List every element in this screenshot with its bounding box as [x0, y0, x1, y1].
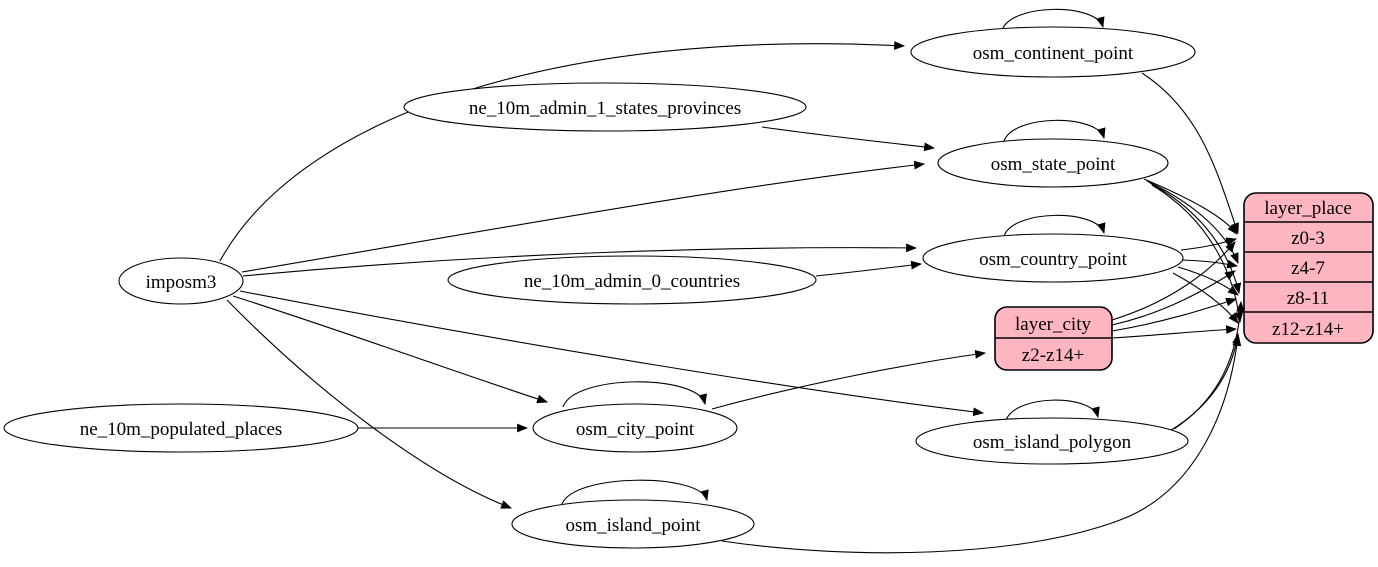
node-label: osm_country_point: [979, 249, 1127, 270]
edge-osm_country_point-to-layer_place-z12-z14: [1172, 272, 1239, 324]
node-ellipse: [922, 233, 1184, 283]
node-imposm3: imposm3: [118, 257, 244, 305]
node-label: imposm3: [146, 272, 217, 293]
edge-osm_country_point-to-layer_place-z4-7: [1180, 259, 1239, 269]
edge-ne_10m_admin_1_states_provinces-to-osm_state_point: [761, 126, 936, 152]
node-label: osm_island_point: [565, 515, 701, 536]
node-ellipse: [910, 26, 1196, 78]
self-loop-osm_island_point: [561, 479, 709, 505]
edge-layer_city-to-layer_place-z8-11: [1111, 297, 1238, 332]
edge-osm_state_point-to-layer_place-z8-11: [1149, 182, 1242, 295]
node-label: osm_state_point: [991, 154, 1116, 175]
record-row-z4-7: z4-7: [1291, 258, 1325, 279]
edge-imposm3-to-osm_island_polygon: [239, 290, 985, 417]
node-label: ne_10m_admin_1_states_provinces: [469, 98, 741, 119]
node-label: ne_10m_populated_places: [80, 419, 283, 440]
edge-imposm3-to-osm_state_point: [241, 160, 926, 273]
node-osm_city_point: osm_city_point: [532, 403, 738, 453]
node-osm_island_point: osm_island_point: [511, 499, 755, 549]
node-ellipse: [532, 403, 738, 453]
node-ne_10m_admin_0_countries: ne_10m_admin_0_countries: [447, 255, 817, 305]
node-osm_island_polygon: osm_island_polygon: [915, 417, 1189, 465]
node-ne_10m_populated_places: ne_10m_populated_places: [3, 403, 359, 453]
self-loop-osm_state_point: [1003, 119, 1106, 142]
record-title: layer_place: [1264, 198, 1352, 219]
node-ellipse: [3, 403, 359, 453]
edge-imposm3-to-osm_country_point: [242, 243, 918, 277]
edge-imposm3-to-osm_city_point: [232, 295, 549, 404]
node-label: ne_10m_admin_0_countries: [524, 271, 740, 292]
node-osm_country_point: osm_country_point: [922, 233, 1184, 283]
node-ellipse: [118, 257, 244, 305]
edge-osm_state_point-to-layer_place-z4-7: [1146, 180, 1239, 265]
node-ellipse: [915, 417, 1189, 465]
node-ellipse: [511, 499, 755, 549]
record-row-z8-11: z8-11: [1287, 288, 1330, 309]
edge-layer_city-to-layer_place-z4-7: [1111, 270, 1236, 326]
edge-layer_city-to-layer_place-z12-z14: [1111, 325, 1238, 339]
node-label: osm_island_polygon: [973, 432, 1132, 453]
node-label: osm_city_point: [576, 419, 695, 440]
node-osm_continent_point: osm_continent_point: [910, 26, 1196, 78]
edge-osm_island_polygon-to-layer_place-z8-11: [1173, 300, 1245, 430]
edge-osm_country_point-to-layer_place-z0-3: [1180, 237, 1238, 251]
node-label: osm_continent_point: [973, 43, 1134, 64]
edge-osm_island_polygon-to-layer_place-z12-z14: [1167, 332, 1241, 433]
edge-osm_continent_point-to-layer_place-z0-3: [1141, 72, 1239, 235]
edge-imposm3-to-osm_continent_point: [219, 41, 906, 262]
edge-ne_10m_admin_0_countries-to-osm_country_point: [815, 260, 923, 277]
node-osm_state_point: osm_state_point: [937, 138, 1169, 188]
record-title: layer_city: [1015, 314, 1091, 335]
record-row-z2-z14: z2-z14+: [1022, 345, 1084, 366]
record-layer_place: layer_place z0-3 z4-7 z8-11 z12-z14+: [1243, 192, 1374, 344]
record-row-z12-z14: z12-z14+: [1272, 319, 1344, 340]
self-loop-osm_continent_point: [1001, 8, 1105, 31]
edges: [219, 8, 1245, 554]
self-loop-osm_island_polygon: [1005, 399, 1100, 421]
node-ellipse: [447, 255, 817, 305]
node-ellipse: [937, 138, 1169, 188]
edge-osm_country_point-to-layer_place-z8-11: [1177, 266, 1239, 296]
edge-osm_state_point-to-layer_place-z0-3: [1143, 178, 1238, 235]
edge-osm_city_point-to-layer_city-z2-z14: [711, 349, 987, 410]
edge-imposm3-to-osm_island_point: [226, 299, 513, 509]
record-outline: [1243, 192, 1374, 344]
node-ne_10m_admin_1_states_provinces: ne_10m_admin_1_states_provinces: [403, 82, 807, 132]
node-ellipse: [403, 82, 807, 132]
record-row-z0-3: z0-3: [1291, 228, 1325, 249]
edge-osm_island_point-to-layer_place-z12-z14: [721, 334, 1242, 554]
self-loop-osm_city_point: [562, 381, 707, 408]
edge-layer_city-to-layer_place-z0-3: [1111, 241, 1236, 321]
self-loop-osm_country_point: [1003, 214, 1106, 237]
record-layer_city: layer_city z2-z14+: [994, 306, 1113, 371]
